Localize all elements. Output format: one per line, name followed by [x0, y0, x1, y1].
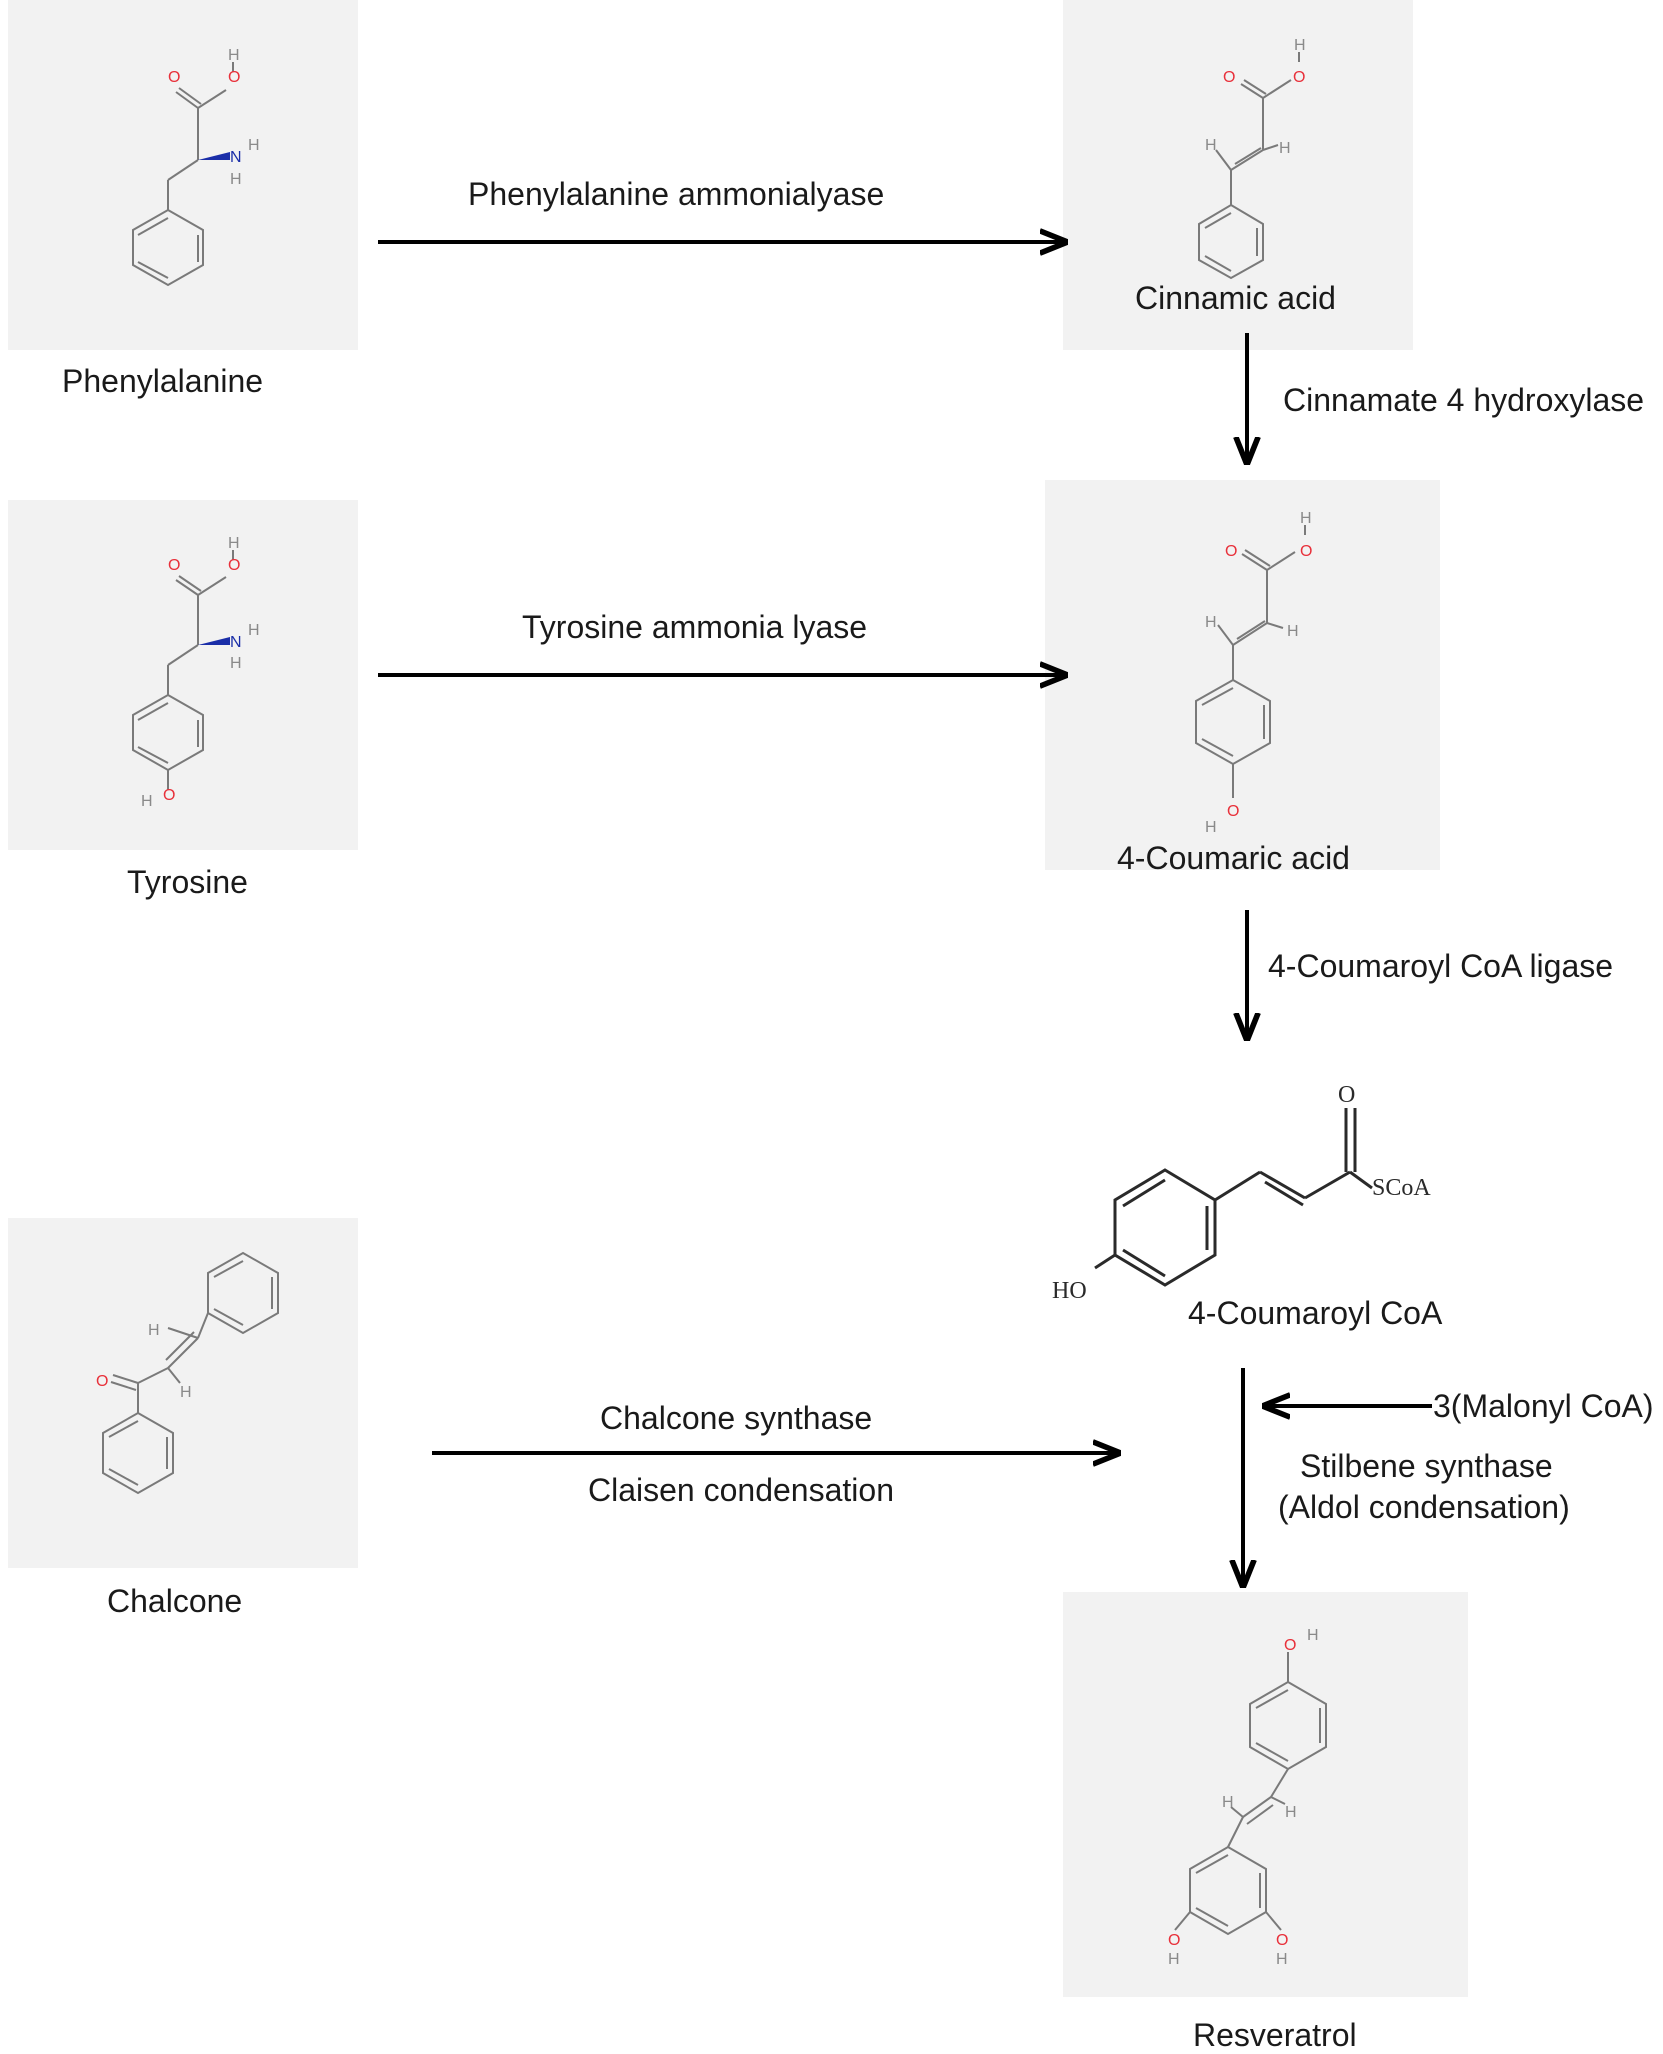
- coumaric-acid-label: 4-Coumaric acid: [1117, 840, 1350, 876]
- coumaroyl-coa-structure: O SCoA HO: [1052, 1082, 1431, 1304]
- o-atom: O: [1168, 1932, 1180, 1949]
- h-atom: H: [1205, 819, 1217, 836]
- ccl-enzyme-label: 4-Coumaroyl CoA ligase: [1268, 948, 1614, 984]
- chalcone-panel: [8, 1218, 358, 1568]
- o-atom: O: [1338, 1082, 1355, 1108]
- o-atom: O: [163, 787, 175, 804]
- h-atom: H: [141, 793, 153, 810]
- h-atom: H: [1279, 140, 1291, 157]
- malonyl-coa-label: 3(Malonyl CoA): [1433, 1388, 1654, 1424]
- h-atom: H: [1300, 510, 1312, 527]
- tyrosine-structure: O O H N H H O H: [132, 535, 260, 810]
- chalcone-structure: O H H: [96, 1251, 279, 1495]
- h-atom: H: [148, 1322, 160, 1339]
- h-atom: H: [1276, 1951, 1288, 1968]
- resveratrol-structure: O H H H O H O H: [1168, 1627, 1327, 1968]
- o-atom: O: [1284, 1637, 1296, 1654]
- o-atom: O: [1223, 69, 1235, 86]
- h-atom: H: [228, 535, 240, 552]
- cinnamic-acid-panel: [1063, 0, 1413, 350]
- cinnamic-acid-structure: O O H H H: [1198, 37, 1306, 280]
- resveratrol-label: Resveratrol: [1193, 2017, 1357, 2053]
- h-atom: H: [230, 171, 242, 188]
- sts-enzyme-label: Stilbene synthase: [1300, 1448, 1553, 1484]
- coumaric-acid-panel: [1045, 480, 1440, 870]
- coumaric-acid-structure: O O H H H O H: [1195, 510, 1312, 836]
- h-atom: H: [1222, 1794, 1234, 1811]
- h-atom: H: [1287, 623, 1299, 640]
- phenylalanine-panel: [8, 0, 358, 350]
- h-atom: H: [230, 655, 242, 672]
- h-atom: H: [1285, 1804, 1297, 1821]
- h-atom: H: [228, 47, 240, 64]
- coumaroyl-coa-label: 4-Coumaroyl CoA: [1188, 1295, 1443, 1331]
- phenylalanine-structure: O O H N H H: [132, 47, 260, 287]
- n-atom: N: [230, 634, 242, 651]
- o-atom: O: [1293, 69, 1305, 86]
- h-atom: H: [1294, 37, 1306, 54]
- o-atom: O: [1225, 543, 1237, 560]
- h-atom: H: [1168, 1951, 1180, 1968]
- tyrosine-panel: [8, 500, 358, 850]
- o-atom: O: [1300, 543, 1312, 560]
- o-atom: O: [96, 1373, 108, 1390]
- aldol-condensation-label: (Aldol condensation): [1278, 1489, 1570, 1525]
- chalcone-label: Chalcone: [107, 1583, 243, 1619]
- ho-group: HO: [1052, 1278, 1087, 1304]
- h-atom: H: [1205, 614, 1217, 631]
- tyrosine-label: Tyrosine: [127, 864, 248, 900]
- chs-enzyme-label: Chalcone synthase: [600, 1400, 873, 1436]
- c4h-enzyme-label: Cinnamate 4 hydroxylase: [1283, 382, 1645, 418]
- h-atom: H: [248, 622, 260, 639]
- o-atom: O: [228, 69, 240, 86]
- phenylalanine-label: Phenylalanine: [62, 363, 264, 399]
- o-atom: O: [1227, 803, 1239, 820]
- pal-enzyme-label: Phenylalanine ammonialyase: [468, 176, 885, 212]
- o-atom: O: [168, 69, 180, 86]
- n-atom: N: [230, 149, 242, 166]
- tal-enzyme-label: Tyrosine ammonia lyase: [522, 609, 868, 645]
- h-atom: H: [180, 1384, 192, 1401]
- h-atom: H: [1205, 137, 1217, 154]
- h-atom: H: [1307, 1627, 1319, 1644]
- resveratrol-panel: [1063, 1592, 1468, 1997]
- scoa-group: SCoA: [1372, 1175, 1431, 1201]
- o-atom: O: [228, 557, 240, 574]
- h-atom: H: [248, 137, 260, 154]
- o-atom: O: [1276, 1932, 1288, 1949]
- claisen-condensation-label: Claisen condensation: [588, 1472, 894, 1508]
- o-atom: O: [168, 557, 180, 574]
- cinnamic-acid-label: Cinnamic acid: [1135, 280, 1336, 316]
